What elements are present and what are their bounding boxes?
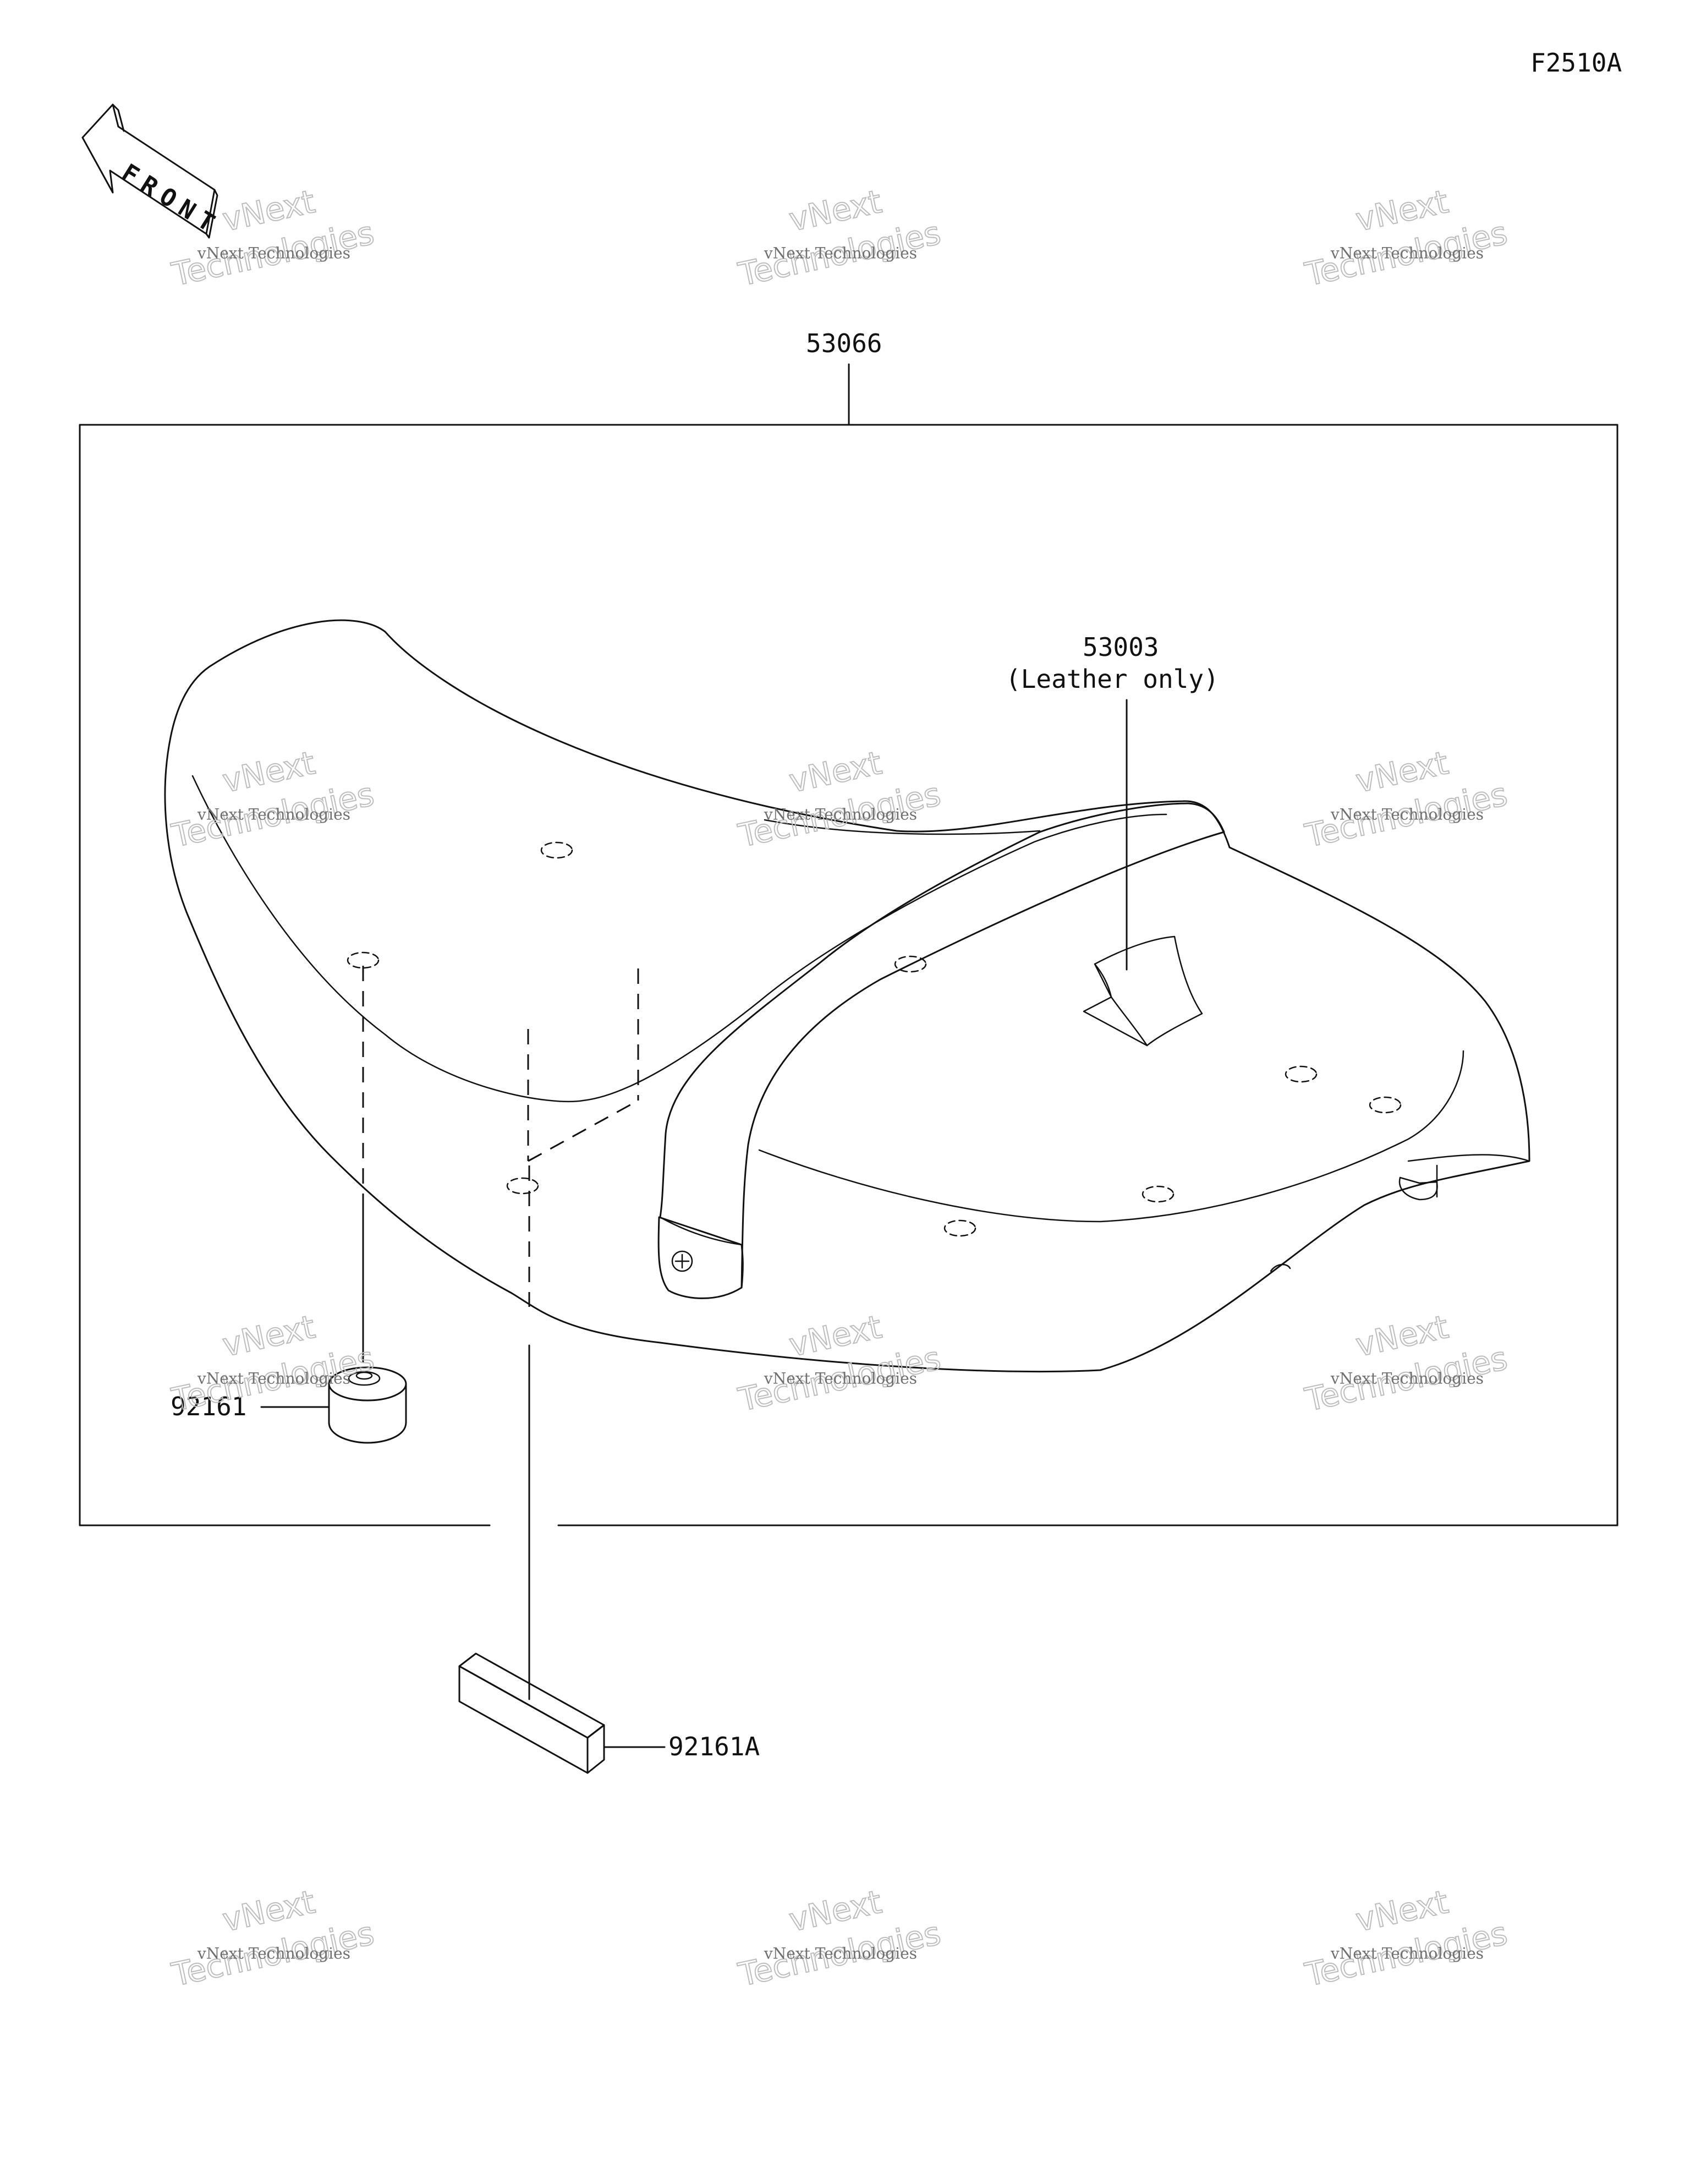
figure-code: F2510A bbox=[1530, 48, 1622, 78]
part-number-damper: 92161 bbox=[171, 1392, 246, 1421]
seat-drawing bbox=[164, 619, 1530, 1373]
damper-part bbox=[260, 966, 407, 1444]
watermark-text-small: vNext Technologies bbox=[1330, 1945, 1484, 1963]
watermark-text-small: vNext Technologies bbox=[764, 1945, 917, 1963]
part-number-seat-cover: 53003 bbox=[1083, 632, 1159, 662]
watermark-text-small: vNext Technologies bbox=[764, 1370, 917, 1388]
front-label: FRONT bbox=[117, 158, 226, 242]
front-arrow-icon: FRONT bbox=[81, 103, 226, 242]
watermark-text-small: vNext Technologies bbox=[1330, 1370, 1484, 1388]
watermark-text-small: vNext Technologies bbox=[197, 244, 350, 262]
assembly-box bbox=[79, 424, 1618, 1526]
part-number-seat-assembly: 53066 bbox=[806, 329, 882, 358]
watermark-text-small: vNext Technologies bbox=[197, 806, 350, 824]
seat-cover-note: (Leather only) bbox=[1006, 664, 1219, 694]
watermark-text-small: vNext Technologies bbox=[1330, 244, 1484, 262]
watermark-text-small: vNext Technologies bbox=[1330, 806, 1484, 824]
part-number-pad: 92161A bbox=[668, 1732, 760, 1761]
pad-part bbox=[458, 1165, 666, 1774]
watermark-text-small: vNext Technologies bbox=[197, 1945, 350, 1963]
watermark-text-small: vNext Technologies bbox=[764, 806, 917, 824]
watermark-text-small: vNext Technologies bbox=[197, 1370, 350, 1388]
watermark-text-small: vNext Technologies bbox=[764, 244, 917, 262]
